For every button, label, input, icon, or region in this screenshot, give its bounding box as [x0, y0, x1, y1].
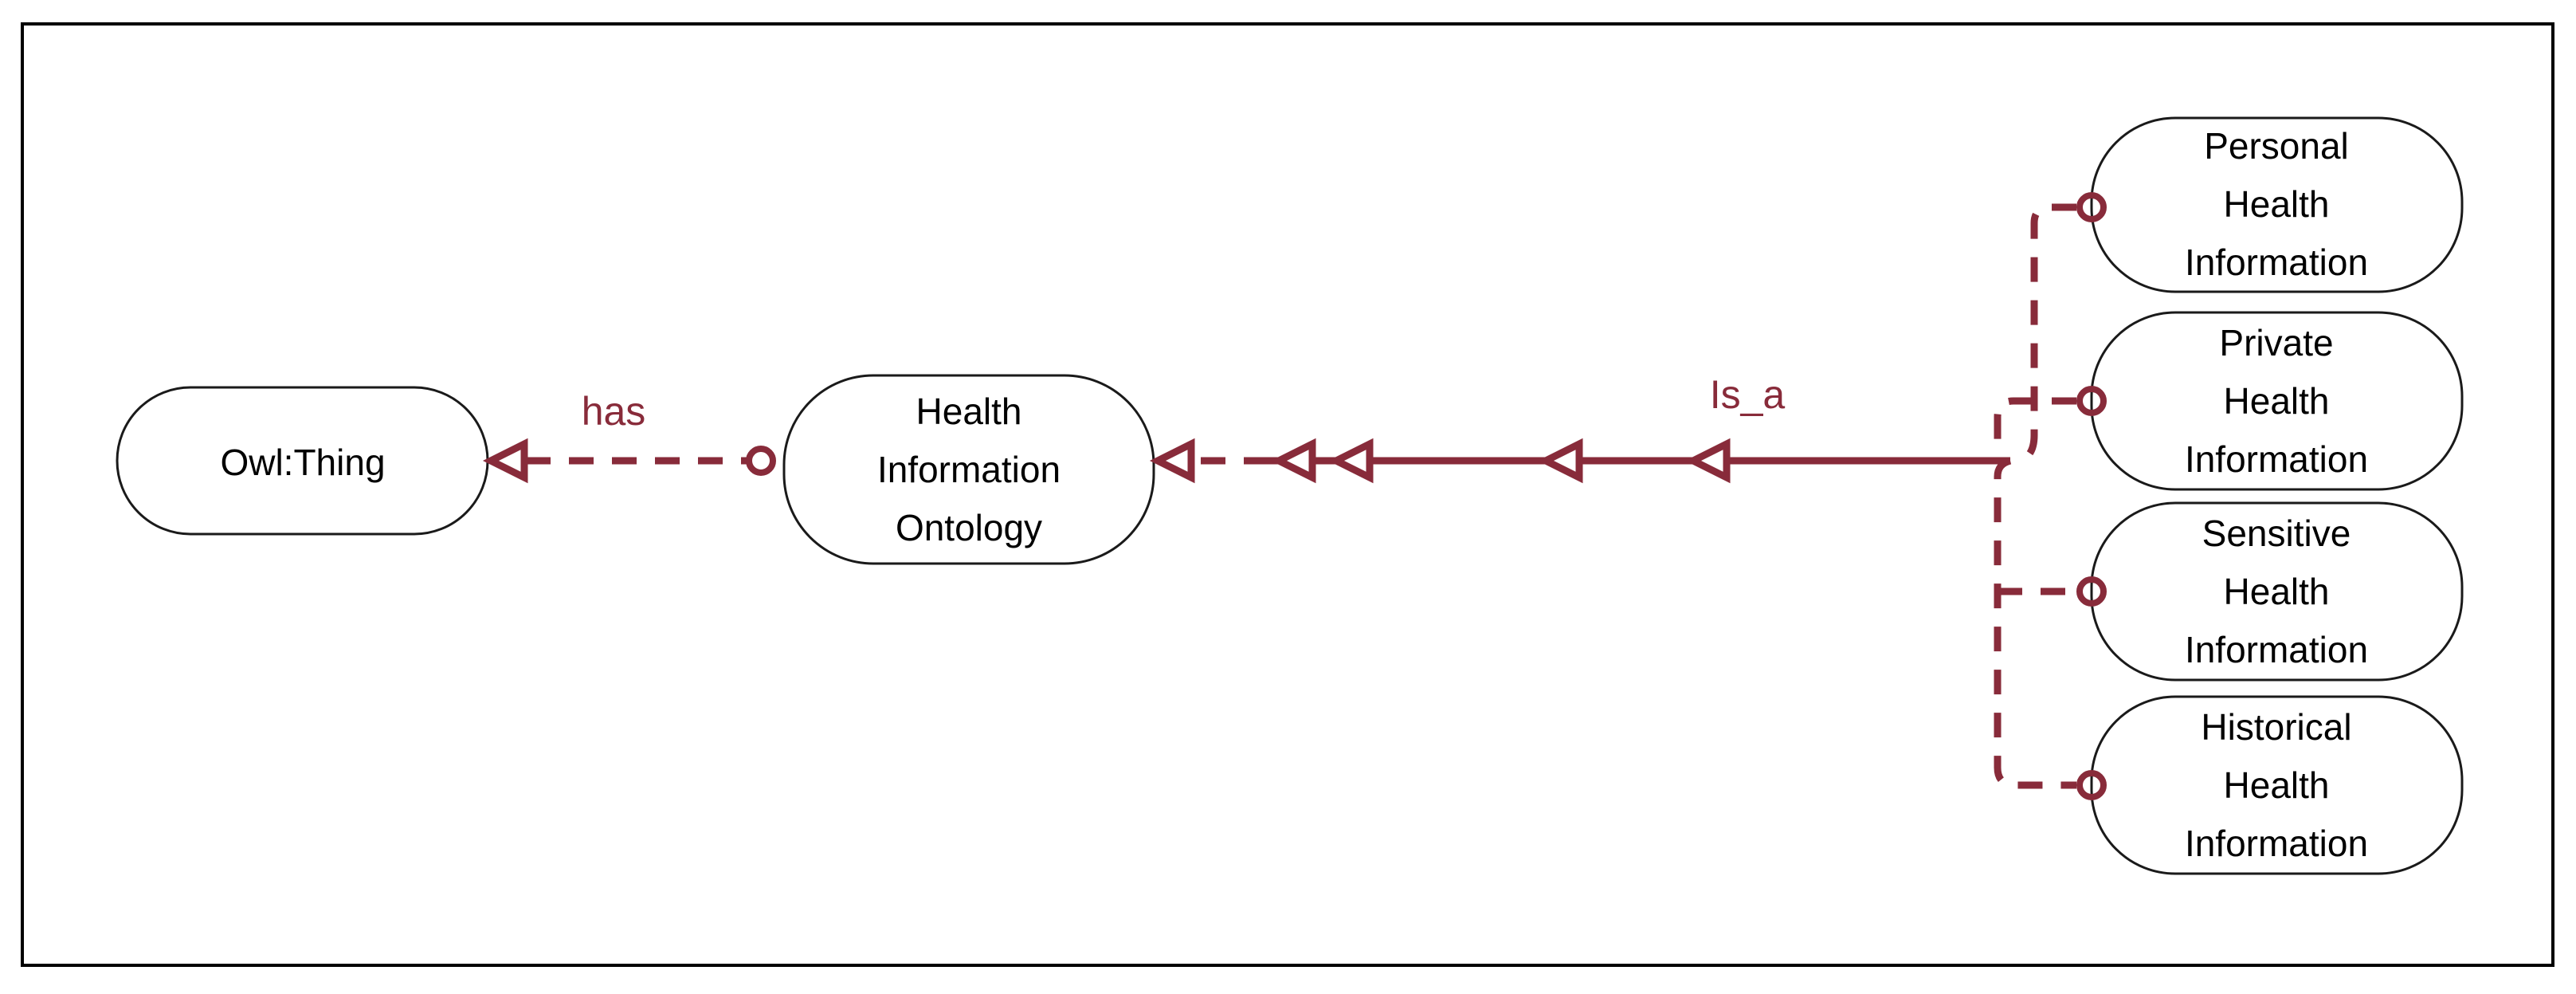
node-sensitive-health-information-label-line2: Health: [2224, 571, 2330, 612]
has-edge-arrowhead-icon: [482, 438, 528, 484]
is-a-branch-private: [1994, 397, 2076, 461]
node-personal-health-information-label-line2: Health: [2224, 183, 2330, 225]
node-historical-health-information-label-line2: Health: [2224, 764, 2330, 806]
node-private-health-information-label-line2: Health: [2224, 380, 2330, 422]
node-health-information-ontology-label-line1: Health: [916, 391, 1022, 432]
node-historical-health-information-label-line3: Information: [2185, 823, 2368, 864]
is-a-branch-personal: [2017, 203, 2076, 465]
is-a-edge: [1158, 203, 2076, 789]
is-a-connector-circle-sensitive-icon: [2076, 576, 2107, 607]
node-health-information-ontology: Health Information Ontology: [782, 374, 1155, 565]
node-health-information-ontology-shape: [782, 374, 1155, 565]
node-sensitive-health-information-shape: [2090, 501, 2464, 682]
node-historical-health-information-label-line1: Historical: [2201, 706, 2351, 748]
is-a-arrowhead-5-icon: [1684, 438, 1731, 484]
node-sensitive-health-information: Sensitive Health Information: [2090, 501, 2464, 682]
node-sensitive-health-information-label-line3: Information: [2185, 629, 2368, 670]
is-a-edge-label: Is_a: [1710, 372, 1786, 417]
node-personal-health-information-label-line3: Information: [2185, 242, 2368, 283]
node-owl-thing-label: Owl:Thing: [220, 442, 385, 483]
is-a-arrowhead-1-icon: [1149, 438, 1195, 484]
has-edge-circle-terminator-icon: [746, 446, 776, 476]
is-a-connector-circle-historical-icon: [2076, 770, 2107, 800]
node-health-information-ontology-label-line3: Ontology: [896, 507, 1042, 548]
node-private-health-information-label-line1: Private: [2219, 322, 2333, 363]
is-a-arrowhead-3-icon: [1327, 438, 1374, 484]
node-personal-health-information-shape: [2090, 116, 2464, 293]
node-private-health-information-shape: [2090, 311, 2464, 491]
node-owl-thing: Owl:Thing: [116, 386, 489, 536]
node-sensitive-health-information-label-line1: Sensitive: [2202, 513, 2351, 554]
node-private-health-information: Private Health Information: [2090, 311, 2464, 491]
is-a-arrowhead-4-icon: [1537, 438, 1583, 484]
node-health-information-ontology-label-line2: Information: [877, 449, 1061, 490]
has-edge-label: has: [582, 389, 646, 434]
node-historical-health-information: Historical Health Information: [2090, 695, 2464, 875]
is-a-connector-circle-private-icon: [2076, 386, 2107, 416]
node-private-health-information-label-line3: Information: [2185, 438, 2368, 480]
node-historical-health-information-shape: [2090, 695, 2464, 875]
is-a-connector-circle-personal-icon: [2076, 192, 2107, 222]
node-personal-health-information-label-line1: Personal: [2204, 125, 2349, 167]
node-personal-health-information: Personal Health Information: [2090, 116, 2464, 293]
is-a-arrowhead-2-icon: [1270, 438, 1316, 484]
diagram-border: [21, 22, 2554, 967]
is-a-branch-historical: [1994, 457, 2076, 789]
